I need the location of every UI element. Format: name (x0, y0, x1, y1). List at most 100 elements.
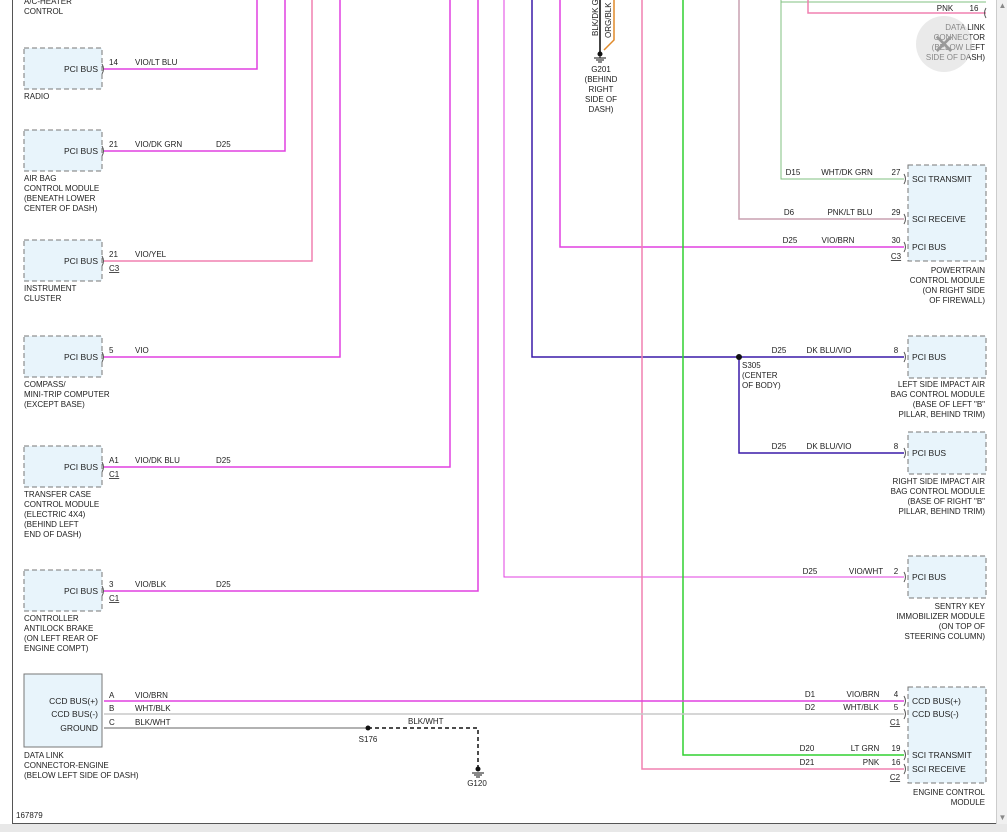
wire-color: VIO/BRN (847, 690, 880, 699)
wire-color: ORG/BLK (604, 2, 613, 38)
vertical-scrollbar[interactable]: ▲ ▼ (996, 0, 1007, 832)
pin-number: 27 (892, 168, 901, 177)
connector-arc (101, 63, 104, 75)
pin-number: 30 (892, 236, 901, 245)
pin-number: 4 (894, 690, 899, 699)
g120-dot (475, 766, 481, 772)
connector-id: C1 (890, 718, 901, 727)
wire-color: BLK/DK G (591, 0, 600, 36)
module-pin-label: SCI TRANSMIT (912, 174, 972, 184)
left-impact-box (907, 335, 987, 379)
module-pin-label: PCI BUS (912, 448, 946, 458)
scroll-up-arrow[interactable]: ▲ (998, 1, 1007, 10)
module-name: INSTRUMENT (24, 284, 77, 293)
module-pin-label: CCD BUS(+) (912, 696, 961, 706)
wire-cluster (104, 0, 313, 262)
module-pin-label: PCI BUS (912, 572, 946, 582)
sci-wires (641, 0, 986, 770)
connector-arc (101, 461, 104, 473)
ground-g201: RIGHT (589, 85, 614, 94)
left-module-box (23, 129, 103, 172)
wire-color: VIO/WHT (849, 567, 883, 576)
connector-id: C2 (890, 773, 901, 782)
ground-g201: G201 (591, 65, 611, 74)
g201-wires (594, 0, 615, 63)
wire-transfer-case (104, 0, 451, 468)
ground-g201: DASH) (589, 105, 614, 114)
right-impact-name: BAG CONTROL MODULE (891, 487, 985, 496)
wire-color: VIO/BLK (135, 580, 167, 589)
pin-number: 3 (109, 580, 114, 589)
module-name: MINI-TRIP COMPUTER (24, 390, 110, 399)
pin-number: 21 (109, 250, 118, 259)
wire-color: BLK/WHT (408, 717, 444, 726)
pcm-name: (ON RIGHT SIDE (922, 286, 985, 295)
wire-ecm-sci-transmit (682, 0, 904, 756)
circuit-id: D1 (805, 690, 816, 699)
close-icon[interactable]: ✕ (932, 28, 955, 61)
skim-name: SENTRY KEY (935, 602, 986, 611)
figure-id: 167879 (16, 811, 43, 820)
circuit-id: D21 (800, 758, 815, 767)
wire-abs (104, 0, 479, 592)
module-name: (EXCEPT BASE) (24, 400, 85, 409)
skim-name: STEERING COLUMN) (905, 632, 986, 641)
circuit-id: D25 (216, 580, 231, 589)
wire-dlc-top-pnk (807, 0, 986, 14)
wire-color: DK BLU/VIO (807, 346, 852, 355)
pin-number: 19 (892, 744, 901, 753)
module-pin-label: PCI BUS (64, 462, 98, 472)
module-pin-label: PCI BUS (64, 146, 98, 156)
pcm-name: POWERTRAIN (931, 266, 985, 275)
wire-color: VIO/DK GRN (135, 140, 182, 149)
wire-color: PNK/LT BLU (827, 208, 872, 217)
wire-pcm-sci-receive (738, 0, 904, 220)
connector-arcs (903, 7, 987, 775)
scroll-down-arrow[interactable]: ▼ (998, 813, 1007, 822)
wire-compass (104, 0, 341, 358)
dlc-pin-label: CCD BUS(-) (51, 709, 98, 719)
connector-id: C3 (891, 252, 902, 261)
module-pin-label: PCI BUS (64, 64, 98, 74)
module-pin-label: SCI RECEIVE (912, 214, 966, 224)
close-button[interactable]: ✕ (916, 16, 972, 72)
skim-name: (ON TOP OF (939, 622, 985, 631)
left-impact-name: LEFT SIDE IMPACT AIR (898, 380, 985, 389)
wire-radio (104, 0, 258, 70)
left-module-box (23, 335, 103, 378)
pin-number: 5 (894, 703, 899, 712)
pcm-name: CONTROL MODULE (910, 276, 985, 285)
g201-dot (597, 51, 603, 57)
wire-airbag (104, 0, 286, 152)
module-name: CONTROL MODULE (24, 184, 99, 193)
module-name: CLUSTER (24, 294, 62, 303)
pin-number: 21 (109, 140, 118, 149)
pin-number: 5 (109, 346, 114, 355)
wire-color: VIO/LT BLU (135, 58, 178, 67)
wire-ground-dashed (368, 727, 479, 768)
connector-arc (101, 351, 104, 363)
wire-color: VIO/BRN (135, 691, 168, 700)
wire-pcm-sci-transmit (780, 0, 904, 180)
module-name: TRANSFER CASE (24, 490, 91, 499)
ac-heater-label: A/C-HEATER (24, 0, 72, 6)
module-pin-label: PCI BUS (912, 352, 946, 362)
wire-color: WHT/BLK (135, 704, 171, 713)
ecm-box (907, 686, 987, 784)
splice-s305-dot (736, 354, 742, 360)
dlc-engine-box (23, 673, 103, 748)
circuit-id: D20 (800, 744, 815, 753)
module-name: (BEHIND LEFT (24, 520, 79, 529)
horizontal-scrollbar[interactable] (0, 824, 1007, 832)
module-pin-label: PCI BUS (64, 352, 98, 362)
module-name: CONTROLLER (24, 614, 79, 623)
circuit-id: D15 (786, 168, 801, 177)
module-name: (ELECTRIC 4X4) (24, 510, 86, 519)
dlc-engine-name: DATA LINK (24, 751, 64, 760)
circuit-id: D25 (216, 456, 231, 465)
wire-right-impact (738, 357, 904, 454)
circuit-id: D25 (783, 236, 798, 245)
splice-s176: S176 (359, 735, 378, 744)
